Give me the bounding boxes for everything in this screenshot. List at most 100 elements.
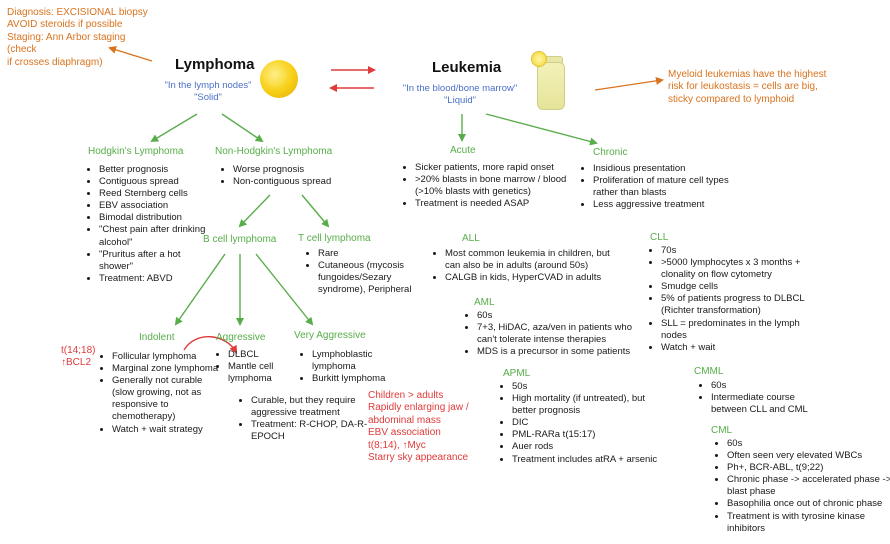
nonhodgkin-title: Non-Hodgkin's Lymphoma: [215, 146, 333, 157]
hodgkin-title: Hodgkin's Lymphoma: [88, 146, 184, 157]
all-title: ALL: [462, 233, 480, 244]
note-line: Staging: Ann Arbor staging (check: [7, 31, 126, 56]
note-line: Rapidly enlarging jaw /: [368, 402, 469, 414]
bcl2-note: t(14;18) ↑BCL2: [61, 345, 95, 370]
list-item: Bimodal distribution: [99, 212, 214, 224]
list-item: Intermediate course between CLL and CML: [711, 392, 831, 416]
leukemia-title: Leukemia: [432, 59, 502, 76]
note-line: abdominal mass: [368, 414, 441, 426]
apml-title: APML: [503, 368, 531, 379]
arrow-to-nonhodgkin: [221, 113, 264, 143]
note-line: AVOID steroids if possible: [7, 19, 123, 31]
list-item: MDS is a precursor in some patients: [477, 346, 652, 358]
list-item: >20% blasts in bone marrow / blood (>10%…: [415, 174, 585, 198]
list-item: Better prognosis: [99, 164, 214, 176]
very-aggressive-title: Very Aggressive: [294, 330, 366, 341]
lemonade-jar-icon: [537, 62, 565, 110]
list-item: DIC: [512, 417, 667, 429]
lymphoma-sub2: "Solid": [194, 92, 222, 103]
list-item: Insidious presentation: [593, 163, 753, 175]
note-line: t(14;18): [61, 345, 96, 356]
list-item: Treatment includes atRA + arsenic: [512, 454, 667, 466]
note-line: ↑BCL2: [61, 357, 92, 369]
note-line: Children > adults: [368, 390, 444, 401]
list-item: 5% of patients progress to DLBCL (Richte…: [661, 293, 821, 317]
cml-list: 60s Often seen very elevated WBCs Ph+, B…: [716, 438, 890, 535]
list-item: EBV association: [99, 200, 214, 212]
tcell-list: Rare Cutaneous (mycosis fungoides/Sezary…: [307, 248, 426, 296]
list-item: Lymphoblastic lymphoma: [312, 349, 407, 373]
note-line: Starry sky appearance: [368, 452, 469, 464]
list-item: 60s: [477, 310, 652, 322]
note-line: if crosses diaphragm): [7, 56, 103, 68]
acute-list: Sicker patients, more rapid onset >20% b…: [404, 162, 585, 210]
list-item: 60s: [727, 438, 890, 450]
list-item: 70s: [661, 245, 821, 257]
very-aggressive-list: Lymphoblastic lymphoma Burkitt lymphoma: [301, 349, 407, 385]
arrow-to-tcell: [301, 194, 330, 228]
note-line: t(8;14), ↑Myc: [368, 439, 426, 451]
list-item: Sicker patients, more rapid onset: [415, 162, 585, 174]
list-item: >5000 lymphocytes x 3 months + clonality…: [661, 257, 821, 281]
list-item: Treatment is needed ASAP: [415, 198, 585, 210]
list-item: Cutaneous (mycosis fungoides/Sezary synd…: [318, 260, 426, 296]
list-item: 7+3, HiDAC, aza/ven in patients who can'…: [477, 322, 652, 346]
arrow-to-chronic: [485, 113, 598, 146]
arrow-to-myeloid-note: [594, 76, 664, 91]
leukemia-sub1: "In the blood/bone marrow": [402, 83, 518, 94]
arrow-to-very-aggressive: [255, 253, 314, 326]
list-item: Marginal zone lymphoma: [112, 363, 224, 375]
nonhodgkin-list: Worse prognosis Non-contiguous spread: [222, 164, 363, 188]
chronic-title: Chronic: [593, 147, 628, 158]
arrow-to-hodgkin: [150, 113, 198, 143]
list-item: DLBCL: [228, 349, 298, 361]
list-item: Rare: [318, 248, 426, 260]
lemon-slice-icon: [531, 51, 547, 67]
list-item: Generally not curable (slow growing, not…: [112, 375, 224, 423]
lymphoma-sub1: "In the lymph nodes": [164, 80, 252, 91]
list-item: Reed Sternberg cells: [99, 188, 214, 200]
list-item: Less aggressive treatment: [593, 199, 753, 211]
list-item: "Chest pain after drinking alcohol": [99, 224, 214, 248]
acute-title: Acute: [450, 145, 476, 156]
lymphoma-subtitle: "In the lymph nodes" "Solid": [158, 80, 258, 104]
note-line: Myeloid leukemias have the highest: [668, 69, 827, 80]
indolent-list: Follicular lymphoma Marginal zone lympho…: [101, 351, 224, 436]
list-item: Often seen very elevated WBCs: [727, 450, 890, 462]
cmml-list: 60s Intermediate course between CLL and …: [700, 380, 831, 416]
cll-list: 70s >5000 lymphocytes x 3 months + clona…: [650, 245, 821, 354]
aggressive-title: Aggressive: [216, 332, 266, 343]
cmml-title: CMML: [694, 366, 724, 377]
list-item: Treatment: R-CHOP, DA-R-EPOCH: [251, 419, 371, 443]
list-item: Curable, but they require aggressive tre…: [251, 395, 371, 419]
list-item: 60s: [711, 380, 831, 392]
list-item: Watch + wait strategy: [112, 424, 224, 436]
list-item: Most common leukemia in children, but ca…: [445, 248, 620, 272]
list-item: Ph+, BCR-ABL, t(9;22): [727, 462, 890, 474]
list-item: High mortality (if untreated), but bette…: [512, 393, 667, 417]
list-item: Auer rods: [512, 441, 667, 453]
burkitt-note: Children > adults Rapidly enlarging jaw …: [368, 390, 478, 464]
note-line: Diagnosis: EXCISIONAL biopsy: [7, 7, 148, 18]
list-item: Follicular lymphoma: [112, 351, 224, 363]
hodgkin-list: Better prognosis Contiguous spread Reed …: [88, 164, 214, 285]
list-item: Non-contiguous spread: [233, 176, 363, 188]
list-item: CALGB in kids, HyperCVAD in adults: [445, 272, 620, 284]
list-item: Watch + wait: [661, 342, 821, 354]
chronic-list: Insidious presentation Proliferation of …: [582, 163, 753, 211]
list-item: Chronic phase -> accelerated phase -> bl…: [727, 474, 890, 498]
list-item: Smudge cells: [661, 281, 821, 293]
list-item: Mantle cell lymphoma: [228, 361, 298, 385]
list-item: Treatment is with tyrosine kinase inhibi…: [727, 511, 890, 535]
leukemia-sub2: "Liquid": [443, 95, 477, 106]
apml-list: 50s High mortality (if untreated), but b…: [501, 381, 667, 466]
lemon-slice-icon: [263, 63, 287, 87]
list-item: Basophilia once out of chronic phase: [727, 498, 890, 510]
list-item: SLL = predominates in the lymph nodes: [661, 318, 821, 342]
cll-title: CLL: [650, 232, 669, 243]
list-item: Worse prognosis: [233, 164, 363, 176]
list-item: PML-RARa t(15:17): [512, 429, 667, 441]
myeloid-note: Myeloid leukemias have the highest risk …: [668, 69, 868, 106]
arrow-to-bcell: [238, 194, 271, 228]
